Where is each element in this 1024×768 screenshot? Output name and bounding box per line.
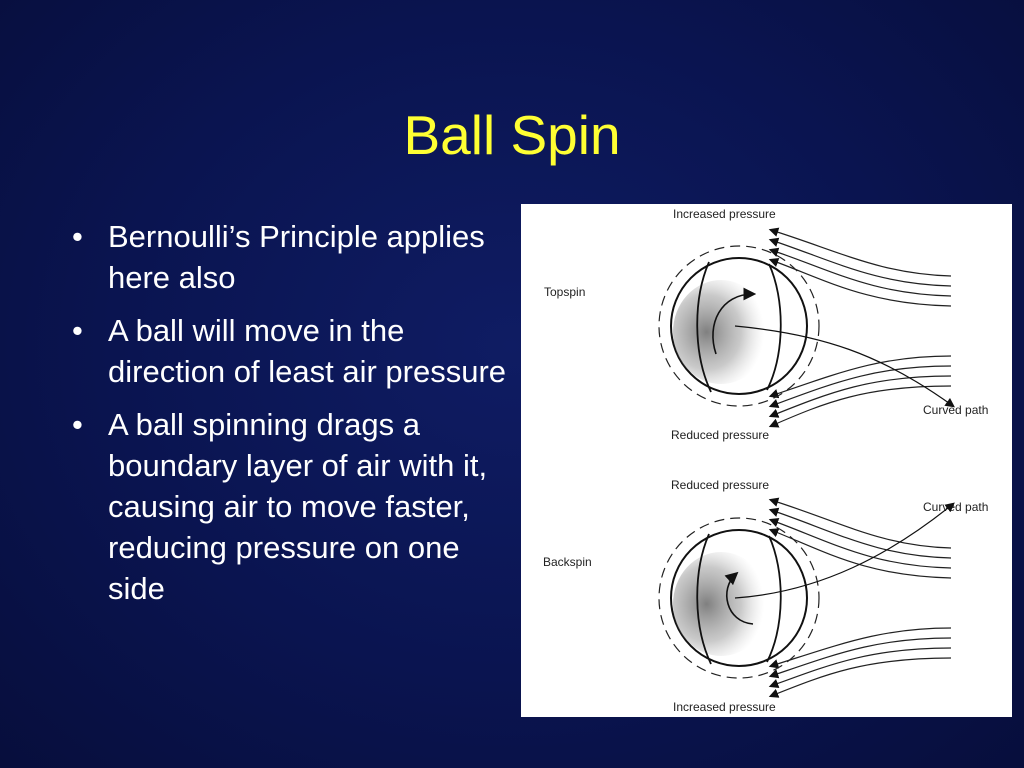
diagram-svg: Increased pressure Topspin Curved path R…	[543, 207, 988, 714]
slide-title: Ball Spin	[403, 104, 621, 166]
bottom-lower-pressure-label: Increased pressure	[673, 700, 776, 714]
bullet-dot: •	[72, 219, 83, 254]
ball-spin-diagram: Increased pressure Topspin Curved path R…	[521, 204, 1012, 717]
bottom-curved-path	[734, 502, 955, 599]
top-curved-path-label: Curved path	[923, 403, 988, 417]
bullet-text: Bernoulli’s Principle applies here also	[108, 219, 485, 295]
top-lower-pressure-label: Reduced pressure	[671, 428, 769, 442]
top-lower-airflow	[768, 355, 952, 428]
bullet-text: A ball will move in the direction of lea…	[108, 313, 507, 389]
bullet-list: • Bernoulli’s Principle applies here als…	[70, 216, 518, 621]
backspin-panel: Reduced pressure Curved path Backspin In…	[543, 478, 988, 714]
topspin-label: Topspin	[544, 285, 585, 299]
top-upper-airflow	[768, 227, 952, 307]
bottom-upper-airflow	[768, 497, 952, 579]
top-curved-path	[734, 325, 955, 408]
bullet-item: • Bernoulli’s Principle applies here als…	[70, 216, 518, 298]
bullet-item: • A ball will move in the direction of l…	[70, 310, 518, 392]
bullet-dot: •	[72, 407, 83, 442]
topspin-panel: Increased pressure Topspin Curved path R…	[544, 207, 988, 442]
bullet-text: A ball spinning drags a boundary layer o…	[108, 407, 488, 606]
top-upper-pressure-label: Increased pressure	[673, 207, 776, 221]
bullet-item: • A ball spinning drags a boundary layer…	[70, 404, 518, 609]
bullet-dot: •	[72, 313, 83, 348]
backspin-label: Backspin	[543, 555, 592, 569]
bottom-lower-airflow	[768, 627, 952, 698]
bottom-upper-pressure-label: Reduced pressure	[671, 478, 769, 492]
bottom-curved-path-label: Curved path	[923, 500, 988, 514]
